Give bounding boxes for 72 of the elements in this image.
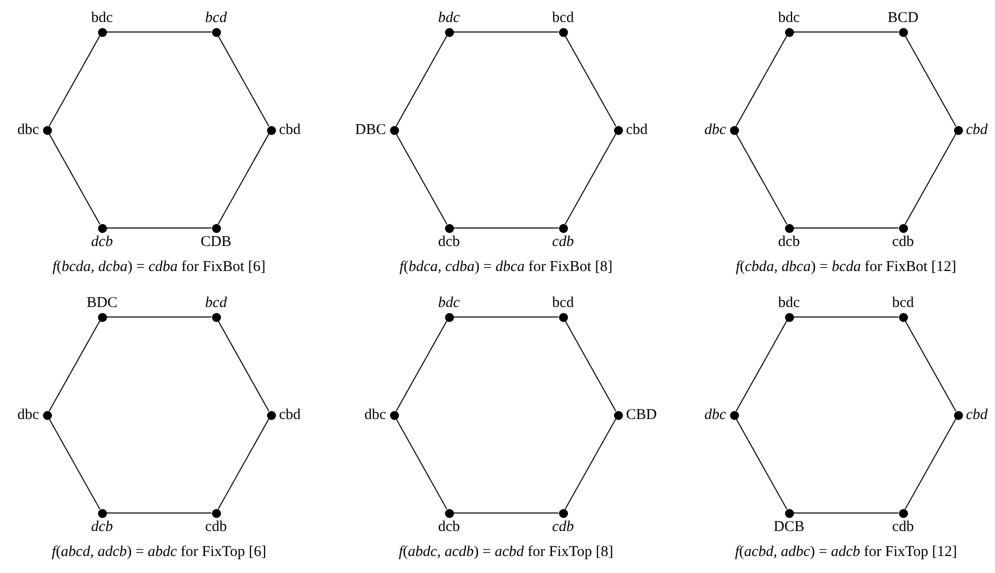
edge-line [453,316,559,318]
edge-line [48,320,100,412]
edge-line [904,133,956,225]
edge-line [736,418,788,510]
vertex-label: bcd [552,295,574,311]
vertex-label: bdc [778,10,800,26]
vertex-label: bdc [91,10,113,26]
edge-line [793,512,899,514]
vertex-label: cbd [279,407,301,423]
edge-line [218,418,270,510]
caption: f(abcd, adcb) = abdc for FixTop [6] [52,543,266,561]
edge-line [106,512,212,514]
vertex-label: cbd [966,122,988,138]
edge-line [564,418,616,510]
edge-line [904,35,956,127]
edge-line [564,133,616,225]
edge-line [218,133,270,225]
edge-line [904,320,956,412]
vertex-label: dcb [438,234,460,250]
vertex-label: dcb [778,234,800,250]
vertex-label: bcd [205,10,227,26]
vertex-label: bcd [892,295,914,311]
vertex-label: dcb [91,234,113,250]
vertex-label: CBD [626,407,657,423]
vertex-label: dbc [704,122,726,138]
edge-line [453,512,559,514]
edge-line [396,418,448,510]
edge-line [106,316,212,318]
edge-line [48,133,100,225]
vertex-label: dbc [17,122,39,138]
vertex-label: dcb [438,519,460,535]
vertex-label: bdc [438,10,460,26]
vertex-label: bcd [552,10,574,26]
edge-line [218,320,270,412]
vertex-label: CDB [200,234,232,250]
vertex-label: BDC [86,295,118,311]
vertex-label: BCD [888,10,918,26]
edge-line [904,418,956,510]
vertex-label: DCB [774,519,804,535]
edge-line [736,320,788,412]
vertex-label: dbc [704,407,726,423]
edge-line [396,133,448,225]
vertex-label: bcd [205,295,227,311]
vertex-label: dbc [364,407,386,423]
vertex-label: cdb [552,234,574,250]
edge-line [396,320,448,412]
vertex-label: DBC [355,122,386,138]
vertex-label: bdc [778,295,800,311]
caption: f(abdc, acdb) = acbd for FixTop [8] [398,543,614,561]
caption: f(acbd, adbc) = adcb for FixTop [12] [735,543,957,561]
edge-line [564,320,616,412]
vertex-label: cdb [205,519,227,535]
vertex-label: bdc [438,295,460,311]
edge-line [218,35,270,127]
edge-line [48,418,100,510]
edge-line [564,35,616,127]
edge-line [396,35,448,127]
caption: f(bdca, cdba) = dbca for FixBot [8] [399,258,613,276]
vertex-label: cbd [966,407,988,423]
vertex-label: dbc [17,407,39,423]
vertex-label: dcb [91,519,113,535]
caption: f(bcda, dcba) = cdba for FixBot [6] [52,258,266,276]
vertex-label: cdb [552,519,574,535]
edge-line [736,35,788,127]
vertex-label: cdb [892,519,914,535]
edge-line [736,133,788,225]
vertex-label: cbd [626,122,648,138]
edge-line [793,316,899,318]
vertex-label: cbd [279,122,301,138]
vertex-label: cdb [892,234,914,250]
edge-line [48,35,100,127]
caption: f(cbda, dbca) = bcda for FixBot [12] [736,258,956,276]
